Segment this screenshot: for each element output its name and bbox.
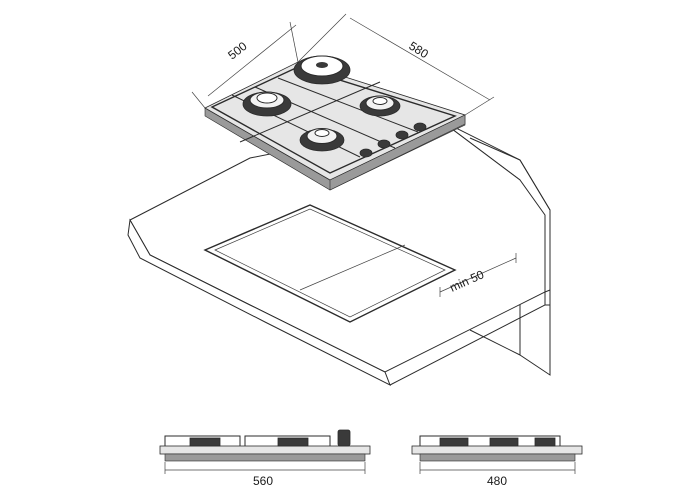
burner-right <box>359 95 401 117</box>
burner-large-rear <box>293 55 351 85</box>
width-label: 580 <box>406 39 431 62</box>
depth-label: 500 <box>225 39 250 63</box>
hob-front-view: 560 <box>159 429 371 488</box>
countertop <box>127 119 551 387</box>
hob-side-view: 480 <box>411 435 583 488</box>
front-width-label: 560 <box>253 474 273 488</box>
control-knobs <box>359 122 427 158</box>
side-depth-label: 480 <box>487 474 507 488</box>
burner-left <box>242 91 292 117</box>
burner-front <box>299 128 345 152</box>
